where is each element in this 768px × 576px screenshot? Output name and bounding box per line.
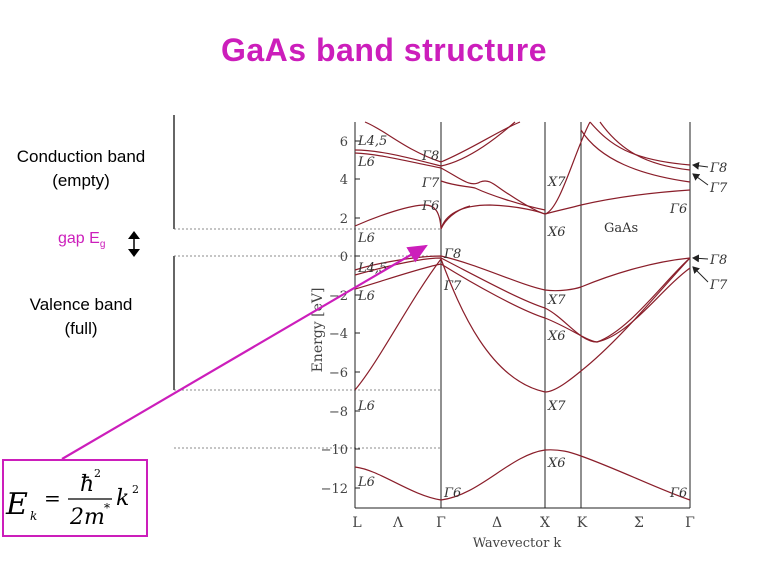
band-curves: [354, 121, 691, 501]
point-label: X7: [547, 399, 566, 414]
y-axis-label: Energy [eV]: [310, 288, 326, 373]
point-label: Γ6: [669, 486, 687, 501]
y-tick-label: 0: [340, 250, 348, 265]
x-tick-label: L: [352, 515, 361, 531]
y-tick-labels: 6 4 2 0 −2 −4 −6 −8 −10 −12: [321, 135, 348, 497]
y-tick-label: 6: [340, 135, 348, 150]
band-curve: [440, 167, 546, 215]
point-label: X6: [547, 329, 566, 344]
point-label: X7: [547, 293, 566, 308]
band-curve: [354, 263, 691, 343]
point-label: X6: [547, 456, 566, 471]
valence-band-label-line2: (full): [64, 319, 98, 338]
effective-mass-formula-box: [2, 459, 148, 537]
valence-band-label: Valence band (full): [0, 293, 162, 341]
point-label: Γ6: [669, 202, 687, 217]
point-label: Γ8: [421, 149, 439, 164]
effective-mass-formula: E k = ħ 2 2m * k 2: [5, 467, 139, 530]
point-label: Γ7: [421, 176, 440, 191]
band-curve: [364, 121, 521, 163]
point-label: Γ6: [443, 486, 461, 501]
band-curve: [589, 121, 691, 166]
y-tick-label: −4: [329, 327, 348, 342]
point-label: L6: [357, 155, 375, 170]
x-tick-label: Λ: [392, 515, 404, 531]
gap-label-text: gap E: [58, 230, 100, 247]
band-curve: [354, 257, 691, 393]
band-curve: [580, 129, 691, 183]
band-curve: [544, 121, 591, 215]
point-label: L6: [357, 231, 375, 246]
point-label: X6: [547, 225, 566, 240]
point-label: L6: [357, 475, 375, 490]
band-curve: [354, 121, 516, 167]
gap-label: gap Eg: [58, 230, 105, 250]
gap-double-arrow: [128, 231, 140, 257]
x-tick-labels: L Λ Γ Δ X K Σ Γ: [352, 515, 695, 531]
material-label: GaAs: [604, 221, 638, 236]
formula-lhs: E: [5, 487, 28, 522]
y-tick-marks: [355, 140, 360, 489]
gap-label-sub: g: [99, 239, 106, 251]
band-curve: [440, 180, 546, 211]
band-curve: [354, 449, 691, 501]
band-curve: [599, 121, 691, 171]
point-label: X7: [547, 175, 566, 190]
formula-numerator-sup: 2: [94, 467, 101, 480]
formula-lhs-sub: k: [30, 509, 37, 523]
right-pointer-arrows: [692, 161, 709, 283]
formula-k-sup: 2: [132, 483, 139, 496]
x-tick-label: Γ: [436, 515, 446, 531]
point-label: Γ7: [709, 181, 728, 196]
x-tick-label: Γ: [685, 515, 695, 531]
y-tick-label: 2: [340, 212, 348, 227]
x-axis-label: Wavevector k: [473, 536, 562, 551]
y-tick-label: −6: [329, 366, 348, 381]
formula-numerator: ħ: [80, 472, 94, 497]
conduction-band-label-line2: (empty): [52, 171, 110, 190]
formula-denominator-sup: *: [104, 501, 110, 515]
x-tick-label: K: [577, 515, 588, 531]
page-title: GaAs band structure: [220, 32, 547, 68]
formula-k: k: [116, 486, 129, 511]
point-label: Γ8: [709, 253, 727, 268]
y-tick-label: 4: [340, 173, 348, 188]
band-curve: [354, 152, 442, 169]
x-tick-label: X: [540, 515, 550, 531]
point-label: L4,5: [357, 261, 387, 276]
formula-pointer-arrow: [61, 244, 428, 460]
x-tick-label: Δ: [492, 515, 502, 531]
y-tick-label: −12: [321, 482, 348, 497]
y-tick-label: −10: [321, 443, 348, 458]
point-label: Γ8: [443, 247, 461, 262]
point-label: Γ7: [709, 278, 728, 293]
band-curve: [354, 189, 691, 230]
y-tick-label: −8: [329, 405, 348, 420]
conduction-band-label: Conduction band (empty): [0, 145, 162, 193]
point-label: Γ6: [421, 199, 439, 214]
point-label: Γ7: [443, 279, 462, 294]
point-label: L6: [357, 289, 375, 304]
point-label: L4,5: [357, 134, 387, 149]
point-label: L6: [357, 399, 375, 414]
conduction-band-label-line1: Conduction band: [16, 147, 146, 166]
point-labels: L4,5 L6 L6 L4,5 L6 L6 L6 Γ8 Γ7 Γ6 Γ8 Γ7 …: [357, 134, 728, 501]
valence-band-label-line1: Valence band: [29, 295, 133, 314]
formula-equals: =: [44, 486, 61, 510]
band-curve: [440, 205, 471, 230]
band-curve: [354, 257, 691, 343]
point-label: Γ8: [709, 161, 727, 176]
formula-denominator: 2m: [69, 505, 105, 530]
x-tick-label: Σ: [634, 515, 644, 531]
